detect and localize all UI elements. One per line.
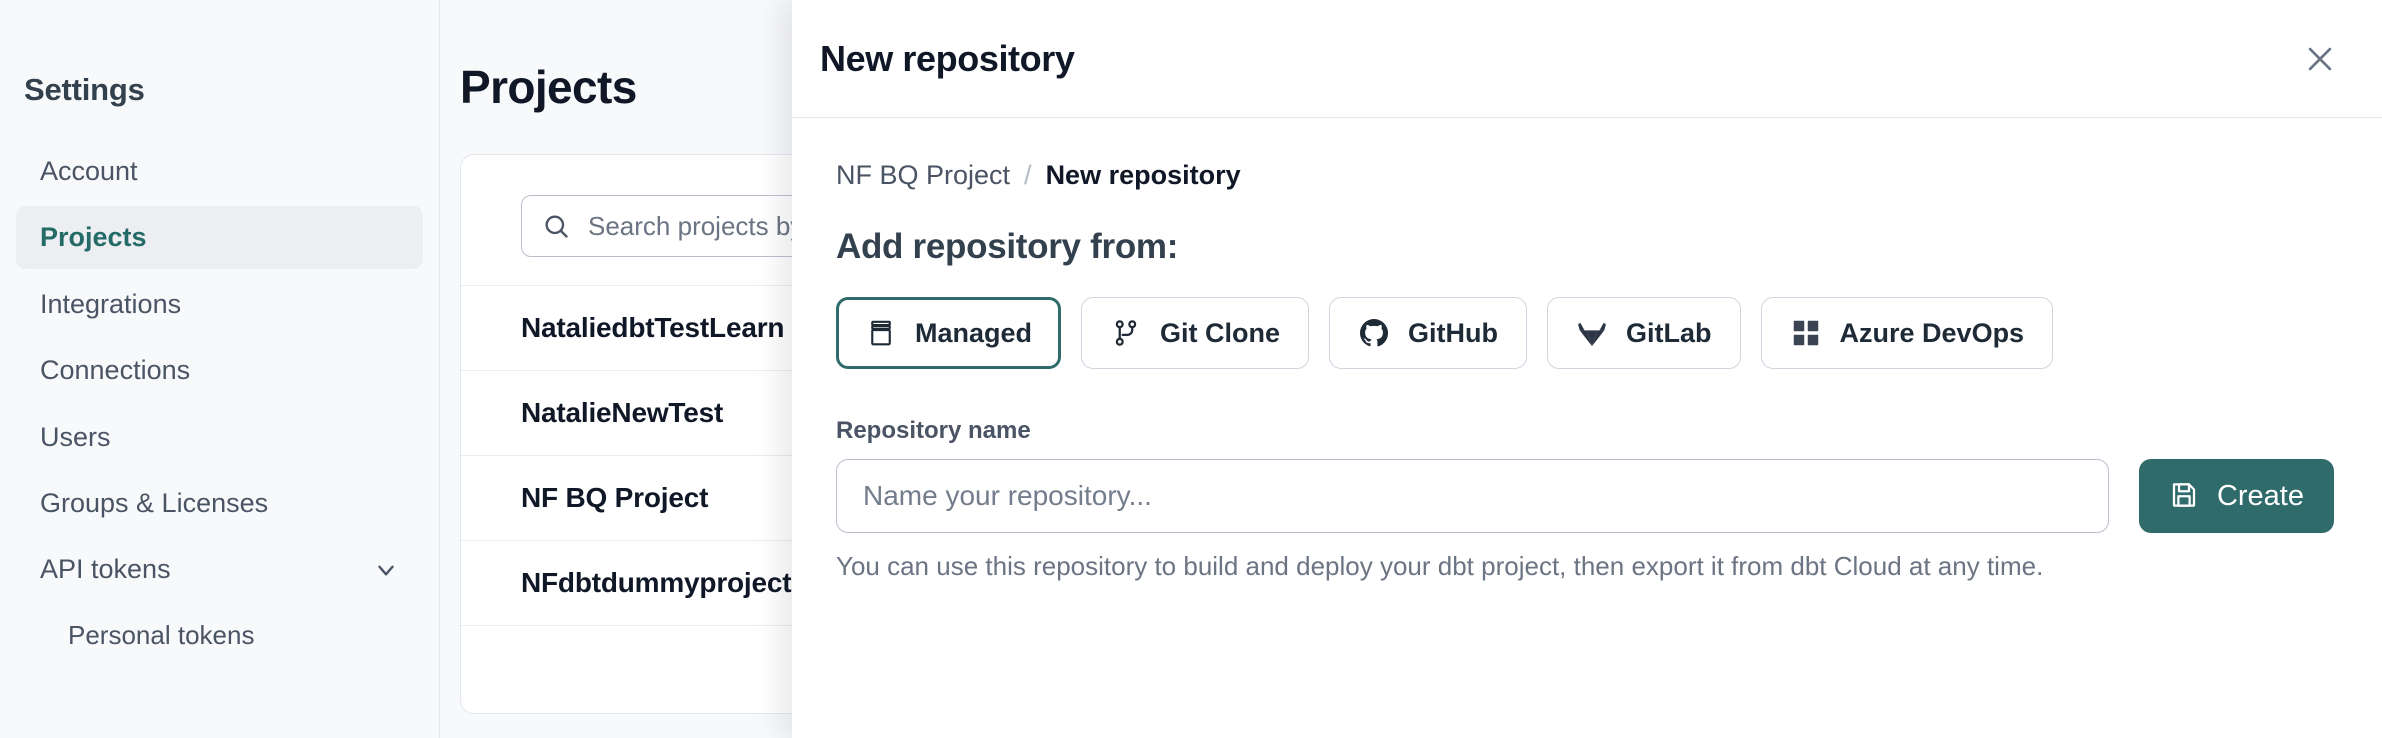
create-button-label: Create <box>2216 479 2304 512</box>
modal-body: NF BQ Project / New repository Add repos… <box>792 118 2382 738</box>
repository-name-column: You can use this repository to build and… <box>836 459 2109 582</box>
provider-button-managed[interactable]: Managed <box>836 297 1062 369</box>
sidebar-item-label: Projects <box>40 222 147 253</box>
gitlab-icon <box>1576 317 1608 349</box>
close-icon[interactable] <box>2294 33 2346 85</box>
provider-button-label: GitLab <box>1626 317 1712 348</box>
provider-button-gitlab[interactable]: GitLab <box>1547 297 1741 369</box>
sidebar-item-account[interactable]: Account <box>16 140 423 202</box>
sidebar-item-users[interactable]: Users <box>16 406 423 468</box>
modal-header: New repository <box>792 0 2382 118</box>
breadcrumb-separator: / <box>1024 160 1032 190</box>
sidebar-item-label: Personal tokens <box>68 619 255 650</box>
sidebar-item-projects[interactable]: Projects <box>16 206 423 269</box>
search-icon <box>542 212 570 240</box>
sidebar-item-integrations[interactable]: Integrations <box>16 273 423 335</box>
create-button[interactable]: Create <box>2138 459 2334 533</box>
breadcrumb-current: New repository <box>1045 160 1241 190</box>
sidebar-item-label: Account <box>40 156 138 186</box>
provider-button-label: Git Clone <box>1160 317 1281 348</box>
provider-button-label: Azure DevOps <box>1839 317 2025 348</box>
repository-name-row: You can use this repository to build and… <box>836 459 2334 582</box>
modal-title: New repository <box>820 37 1075 79</box>
breadcrumb-parent-link[interactable]: NF BQ Project <box>836 160 1011 190</box>
new-repository-modal: New repository NF BQ Project / New repos… <box>792 0 2382 738</box>
save-floppy-icon <box>2169 480 2201 512</box>
provider-button-label: GitHub <box>1408 317 1499 348</box>
git-branch-icon <box>1110 317 1142 349</box>
settings-sidebar: Settings Account Projects Integrations C… <box>0 0 440 738</box>
sidebar-item-label: Connections <box>40 355 191 386</box>
repository-name-label: Repository name <box>836 417 1031 444</box>
azure-devops-icon <box>1790 317 1822 349</box>
chevron-down-icon[interactable] <box>373 557 399 583</box>
sidebar-item-groups-licenses[interactable]: Groups & Licenses <box>16 472 423 534</box>
sidebar-item-personal-tokens[interactable]: Personal tokens <box>16 605 423 666</box>
provider-button-github[interactable]: GitHub <box>1329 297 1528 369</box>
sidebar-title: Settings <box>24 72 145 107</box>
github-icon <box>1358 317 1390 349</box>
page-title: Projects <box>460 61 637 113</box>
provider-button-group: Managed Git Clone GitHub <box>836 297 2334 369</box>
sidebar-item-label: Users <box>40 421 111 452</box>
sidebar-item-label: Groups & Licenses <box>40 487 269 518</box>
provider-button-label: Managed <box>915 317 1033 348</box>
provider-button-azure-devops[interactable]: Azure DevOps <box>1760 297 2054 369</box>
sidebar-item-label: Integrations <box>40 288 182 319</box>
repository-helper-text: You can use this repository to build and… <box>836 551 2044 581</box>
provider-button-git-clone[interactable]: Git Clone <box>1081 297 1310 369</box>
repository-name-input[interactable] <box>836 459 2109 533</box>
add-repository-from-heading: Add repository from: <box>836 227 1179 266</box>
sidebar-item-api-tokens[interactable]: API tokens <box>16 538 423 600</box>
sidebar-item-label: API tokens <box>40 554 171 585</box>
sidebar-item-connections[interactable]: Connections <box>16 339 423 401</box>
breadcrumb: NF BQ Project / New repository <box>836 160 2334 191</box>
archive-box-icon <box>865 317 897 349</box>
